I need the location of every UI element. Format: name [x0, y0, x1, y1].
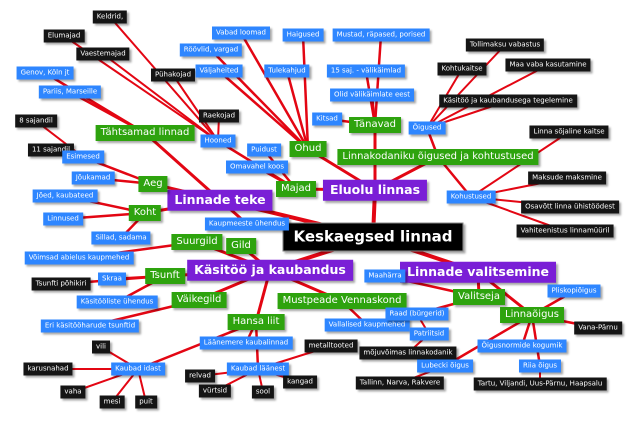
- node-n2: Eluolu linnas: [322, 179, 428, 201]
- node-relvad: relvad: [185, 369, 215, 383]
- node-ohud: Ohud: [289, 141, 327, 157]
- edge-oigused-tollimaksu: [426, 44, 506, 129]
- edge-ohud-vabadloomad: [239, 31, 310, 151]
- node-kasitoo_teg: Käsitöö ja kaubandusega tegelemine: [439, 94, 577, 108]
- node-vili: vili: [92, 340, 110, 354]
- node-raad: Raad (bürgerid): [385, 307, 449, 321]
- node-vabadloomad: Vabad loomad: [212, 26, 270, 40]
- node-sillad: Sillad, sadama: [91, 231, 151, 245]
- node-genov: Genov, Köln jt: [16, 66, 74, 80]
- node-hansa: Hansa liit: [227, 314, 285, 330]
- node-valjaheited: Väljaheited: [195, 64, 243, 78]
- node-keldrid: Keldrid,: [92, 10, 128, 24]
- node-tsunfti_pohikiri: Tsunfti põhikiri: [31, 277, 91, 291]
- node-tartu: Tartu, Viljandi, Uus-Pärnu, Haapsalu: [473, 377, 607, 391]
- node-n4: Linnade valitsemine: [400, 261, 556, 283]
- node-metalltooted: metalltooted: [304, 339, 358, 353]
- node-kohtukaitse: Kohtukaitse: [437, 62, 487, 76]
- node-oigusnormide: Õigusnormide kogumik: [477, 339, 567, 353]
- node-majad: Majad: [275, 181, 317, 197]
- node-linnaoigus: Linnaõigus: [500, 307, 564, 323]
- node-puit: puit: [135, 395, 157, 409]
- node-sojaline: Linna sõjaline kaitse: [529, 125, 609, 139]
- node-kohustused: Kohustused: [446, 190, 496, 204]
- node-tanavad: Tänavad: [349, 117, 401, 133]
- edge-ohud-valjaheited: [217, 69, 310, 151]
- edge-hooned-pyhakojad: [172, 74, 219, 142]
- node-pliskopi: Pliskopiõigus: [547, 284, 601, 298]
- node-vaestemajad: Vaestemajad: [76, 47, 130, 61]
- node-tulekahjud: Tulekahjud: [264, 64, 310, 78]
- node-mesi: mesi: [99, 395, 125, 409]
- edge-tanavad-mustad: [373, 33, 383, 127]
- node-tallinn: Tallinn, Narva, Rakvere: [355, 376, 445, 390]
- node-suurgild: Suurgild: [171, 234, 223, 250]
- node-omavahel: Omavahel koos: [226, 160, 288, 174]
- node-mojuvoimas: mõjuvõimas linnakodanik: [359, 346, 457, 360]
- node-tahtsamad: Tähtsamad linnad: [95, 125, 195, 141]
- node-patriitsid: Patriitsid: [409, 327, 449, 341]
- node-vurtsid: vürtsid: [198, 384, 232, 398]
- node-haigused: Haigused: [282, 28, 324, 42]
- node-oigused: Õigused: [408, 121, 446, 135]
- node-n1: Linnade teke: [167, 189, 273, 211]
- node-aeg: Aeg: [138, 176, 168, 192]
- node-kaubad_laanest: Kaubad läänest: [226, 362, 290, 376]
- node-riia: Riia õigus: [518, 359, 562, 373]
- node-sajand15: 15 saj. - välikäimlad: [326, 64, 406, 78]
- node-kasitoolise: Käsitööliste ühendus: [76, 295, 158, 309]
- node-joukamad: Jõukamad: [71, 171, 115, 185]
- node-maksude: Maksude maksmine: [528, 171, 606, 185]
- node-kangad: kangad: [283, 375, 317, 389]
- node-skraa: Skraa: [98, 272, 126, 286]
- node-raekojad: Raekojad: [198, 109, 240, 123]
- node-kaupmeeste: Kaupmeeste ühendus: [204, 217, 290, 231]
- node-vahiteenistus: Vahiteenistus linnamüüril: [516, 224, 614, 238]
- node-hooned: Hooned: [200, 134, 236, 148]
- edge-n1-tahtsamad: [143, 131, 222, 202]
- node-osavott: Osavõtt linna ühistöödest: [521, 200, 619, 214]
- node-root: Keskaegsed linnad: [282, 222, 464, 252]
- edge-hooned-vaestemajad: [102, 53, 219, 142]
- node-maahars: Maahärra: [364, 269, 406, 283]
- node-roovlid: Röövlid, vargad: [179, 43, 243, 57]
- node-mustpeade: Mustpeade Vennaskond: [277, 293, 407, 309]
- node-lubecki: Lubecki õigus: [417, 359, 473, 373]
- node-esimesed: Esimesed: [62, 150, 104, 164]
- node-vaha: vaha: [60, 385, 86, 399]
- node-maavaba: Maa vaba kasutamine: [505, 58, 591, 72]
- node-n3: Käsitöö ja kaubandus: [187, 259, 353, 281]
- node-karusnahad: karusnahad: [23, 362, 73, 376]
- node-laanemere: Läänemere kaubalinnad: [199, 336, 293, 350]
- node-sool: sool: [251, 385, 275, 399]
- node-pyhakojad: Pühakojad: [150, 68, 196, 82]
- edge-ohud-haigused: [301, 33, 310, 151]
- node-vaikegild: Väikegild: [171, 292, 227, 308]
- node-elumajad: Elumajad: [43, 29, 85, 43]
- node-mustad: Mustad, räpased, porised: [332, 28, 430, 42]
- node-gild: Gild: [226, 238, 256, 254]
- node-vanaparnu: Vana-Pärnu: [574, 321, 622, 335]
- node-eri: Eri käsitööharude tsunftid: [40, 319, 140, 333]
- node-koht: Koht: [128, 205, 162, 221]
- node-vallalised: Vallalised kaupmehed: [324, 318, 410, 332]
- node-sajand8: 8 sajandil: [15, 114, 57, 128]
- node-kitsad: Kitsad: [312, 112, 342, 126]
- node-tollimaksu: Tollimaksu vabastus: [465, 38, 545, 52]
- node-puidust: Puidust: [247, 143, 281, 157]
- node-oigused_k: Linnakodaniku õigused ja kohtustused: [337, 149, 539, 165]
- node-linnused: Linnused: [43, 212, 83, 226]
- edge-ohud-tulekahjud: [285, 69, 310, 151]
- node-pariis: Pariis, Marseille: [38, 85, 102, 99]
- node-voimsad: Võimsad abielus kaupmehed: [24, 251, 134, 265]
- node-joed: Jõed, kaubateed: [32, 189, 98, 203]
- node-tsunft: Tsunft: [145, 268, 185, 284]
- node-valitseja: Valitseja: [453, 289, 505, 305]
- node-olid: Olid välikäimlate eest: [330, 88, 414, 102]
- node-kaubad_idast: Kaubad idast: [111, 362, 165, 376]
